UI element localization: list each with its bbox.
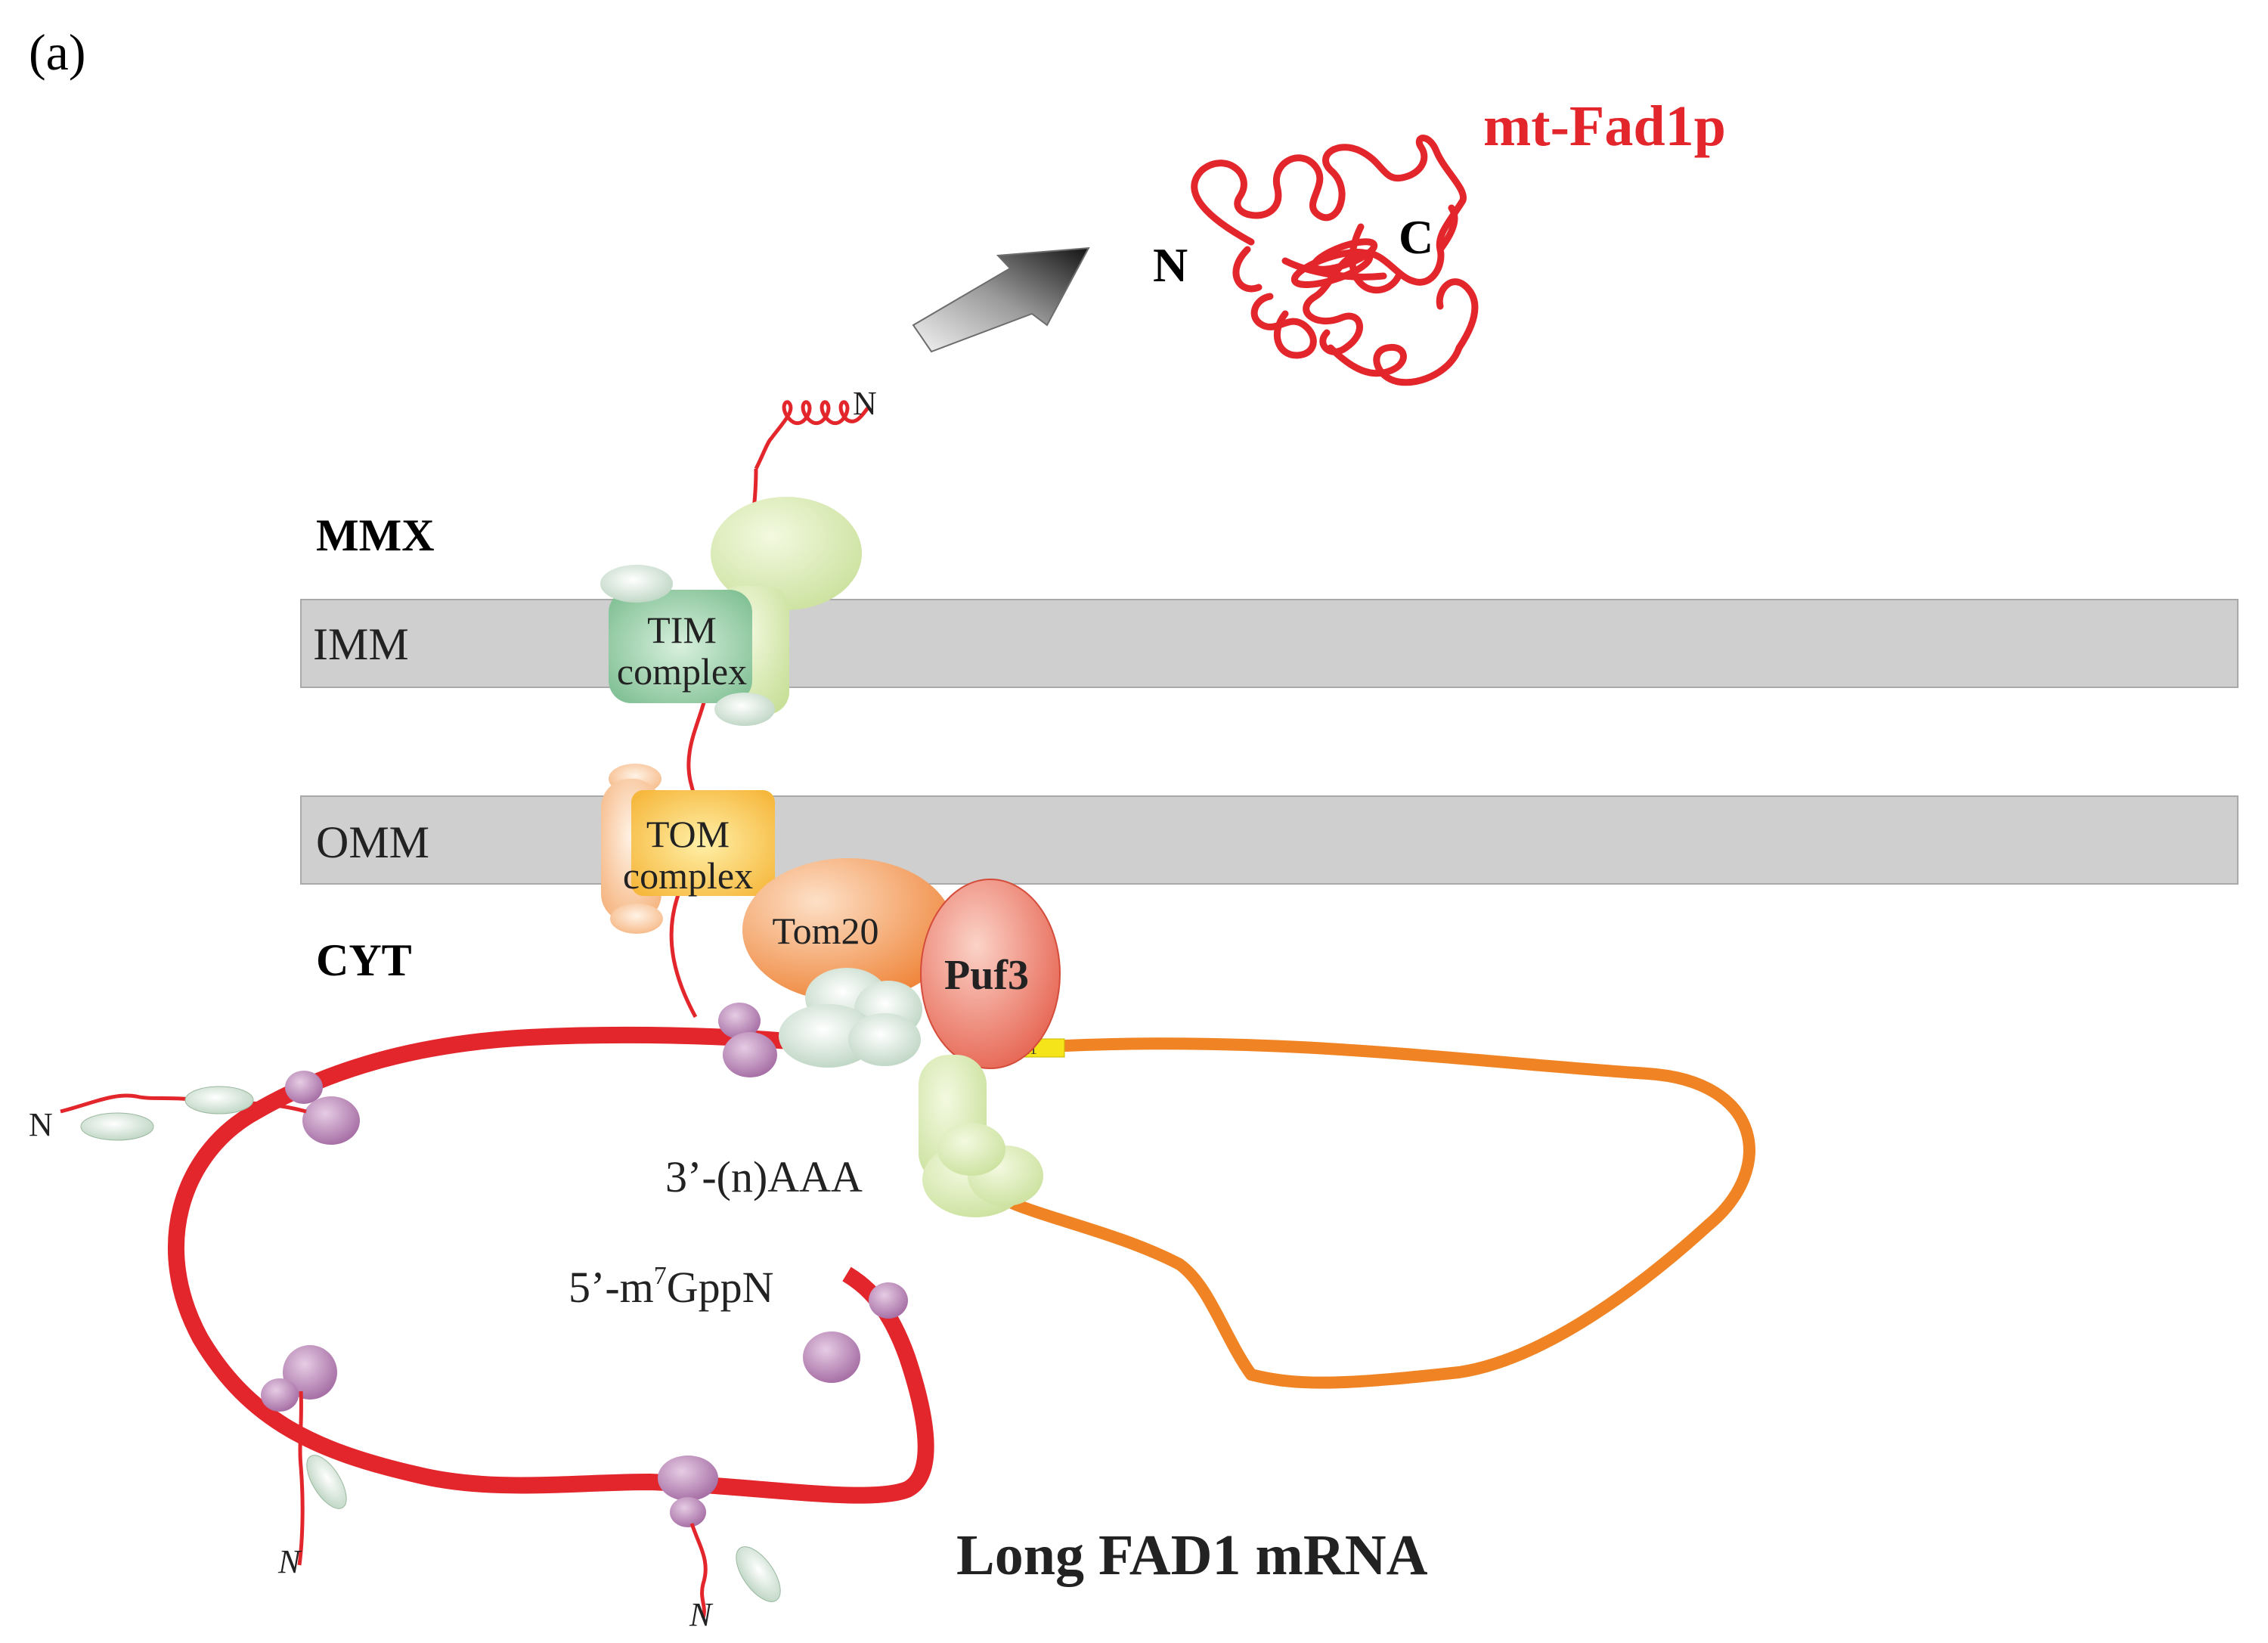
inner-mitochondrial-membrane bbox=[300, 599, 2239, 688]
ribosome-at-cap bbox=[803, 1282, 908, 1383]
chain-n-terminus-bottom-1: N bbox=[277, 1543, 302, 1580]
chaperone-left-1 bbox=[184, 1086, 254, 1114]
tim-complex bbox=[600, 497, 862, 726]
cap-label: 5’-m7GppN bbox=[569, 1262, 774, 1312]
chain-n-terminus-bottom-2: N bbox=[689, 1596, 714, 1633]
tom-label-line2: complex bbox=[623, 854, 753, 897]
ribosome-bottom-left bbox=[261, 1345, 337, 1412]
chaperone-bottom-left bbox=[306, 1455, 347, 1509]
ribosome-near-import bbox=[718, 1003, 777, 1077]
folded-protein bbox=[1191, 135, 1479, 386]
chaperone-bottom-middle bbox=[736, 1546, 781, 1602]
puf3-label: Puf3 bbox=[944, 952, 1029, 999]
protein-n-terminus: N bbox=[1153, 238, 1188, 292]
ribosome-bottom-middle bbox=[658, 1455, 718, 1527]
translocation-arrow bbox=[912, 246, 1090, 353]
diagram-title: Long FAD1 mRNA bbox=[956, 1524, 1428, 1587]
tom-label-line1: TOM bbox=[646, 813, 730, 855]
presequence-helix bbox=[754, 400, 871, 470]
tom-complex bbox=[601, 764, 775, 934]
label-mmx: MMX bbox=[316, 510, 435, 560]
tim-label-line1: TIM bbox=[647, 609, 717, 651]
mrna-red-segment bbox=[167, 1026, 934, 1504]
nascent-chain-bottom-left bbox=[297, 1390, 305, 1566]
poly-a-binding-proteins bbox=[919, 1055, 1043, 1217]
protein-c-terminus: C bbox=[1399, 210, 1433, 264]
panel-label: (a) bbox=[29, 23, 85, 81]
tom20-label: Tom20 bbox=[773, 910, 879, 952]
outer-mitochondrial-membrane bbox=[300, 795, 2239, 885]
tom20-receptor bbox=[742, 858, 954, 1002]
chain-n-terminus-left: N bbox=[29, 1106, 53, 1143]
ribosome-left bbox=[285, 1071, 360, 1145]
chaperone-left-2 bbox=[80, 1112, 154, 1141]
protein-name: mt-Fad1p bbox=[1483, 95, 1726, 158]
label-cyt: CYT bbox=[316, 935, 412, 985]
label-imm: IMM bbox=[313, 619, 409, 669]
puf3-protein bbox=[920, 879, 1061, 1069]
ribosome-associated-cluster bbox=[779, 968, 922, 1068]
nascent-chain-bottom-middle bbox=[689, 1523, 708, 1619]
poly-a-tail-label: 3’-(n)AAA bbox=[665, 1152, 863, 1201]
mrna-orange-segment bbox=[984, 1037, 1755, 1389]
label-omm: OMM bbox=[316, 817, 429, 867]
chain-n-terminus-top: N bbox=[853, 385, 877, 422]
tim-label-line2: complex bbox=[617, 650, 747, 693]
